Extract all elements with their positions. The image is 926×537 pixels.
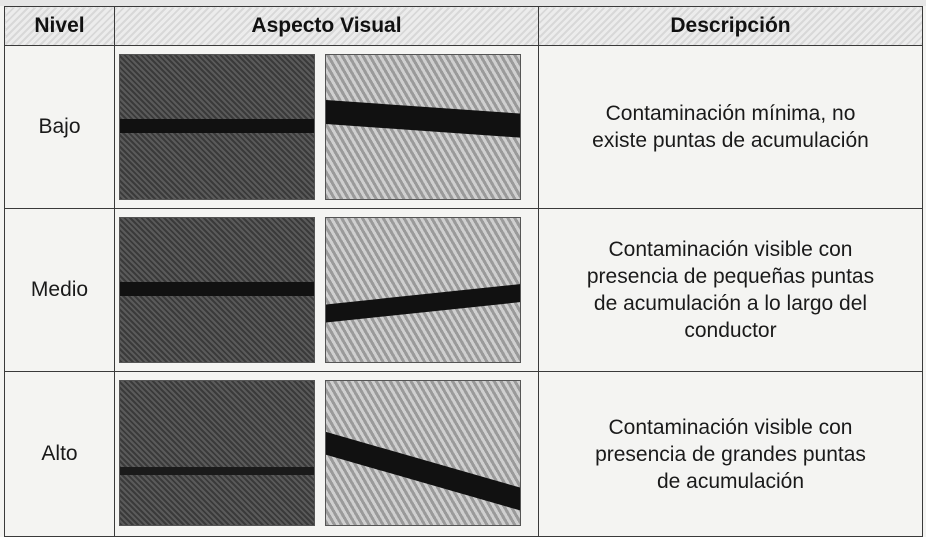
table-header-row: Nivel Aspecto Visual Descripción	[4, 6, 923, 46]
conductor-photo-detail	[325, 54, 521, 200]
level-cell: Medio	[4, 208, 115, 372]
header-nivel: Nivel	[4, 6, 115, 46]
conductor-photo-close	[119, 380, 315, 526]
description-line: Contaminación visible con	[608, 238, 853, 261]
table-row: Medio Contaminación visible con presenci…	[4, 208, 923, 372]
top-strip	[0, 0, 926, 6]
conductor-photo-detail	[325, 217, 521, 363]
description-cell: Contaminación visible con presencia de p…	[538, 208, 923, 372]
description-line: Contaminación mínima, no	[605, 102, 856, 125]
visual-cell	[114, 371, 539, 537]
description-line: conductor	[684, 319, 777, 342]
description-cell: Contaminación visible con presencia de g…	[538, 371, 923, 537]
conductor-photo-detail	[325, 380, 521, 526]
description-line: Contaminación visible con	[608, 415, 853, 439]
description-line: de acumulación a lo largo del	[593, 292, 868, 315]
contamination-levels-table: Nivel Aspecto Visual Descripción Bajo Co…	[4, 6, 923, 537]
description-line: presencia de grandes puntas	[595, 442, 866, 466]
conductor-photo-close	[119, 217, 315, 363]
table-row: Alto Contaminación visible con presencia…	[4, 371, 923, 537]
table-row: Bajo Contaminación mínima, no existe pun…	[4, 45, 923, 209]
conductor-photo-close	[119, 54, 315, 200]
level-cell: Bajo	[4, 45, 115, 209]
header-descripcion: Descripción	[538, 6, 923, 46]
description-line: de acumulación	[656, 469, 805, 493]
header-aspecto-visual: Aspecto Visual	[114, 6, 539, 46]
description-line: presencia de pequeñas puntas	[586, 265, 875, 288]
level-cell: Alto	[4, 371, 115, 537]
description-line: existe puntas de acumulación	[592, 129, 869, 152]
visual-cell	[114, 208, 539, 372]
visual-cell	[114, 45, 539, 209]
description-cell: Contaminación mínima, no existe puntas d…	[538, 45, 923, 209]
